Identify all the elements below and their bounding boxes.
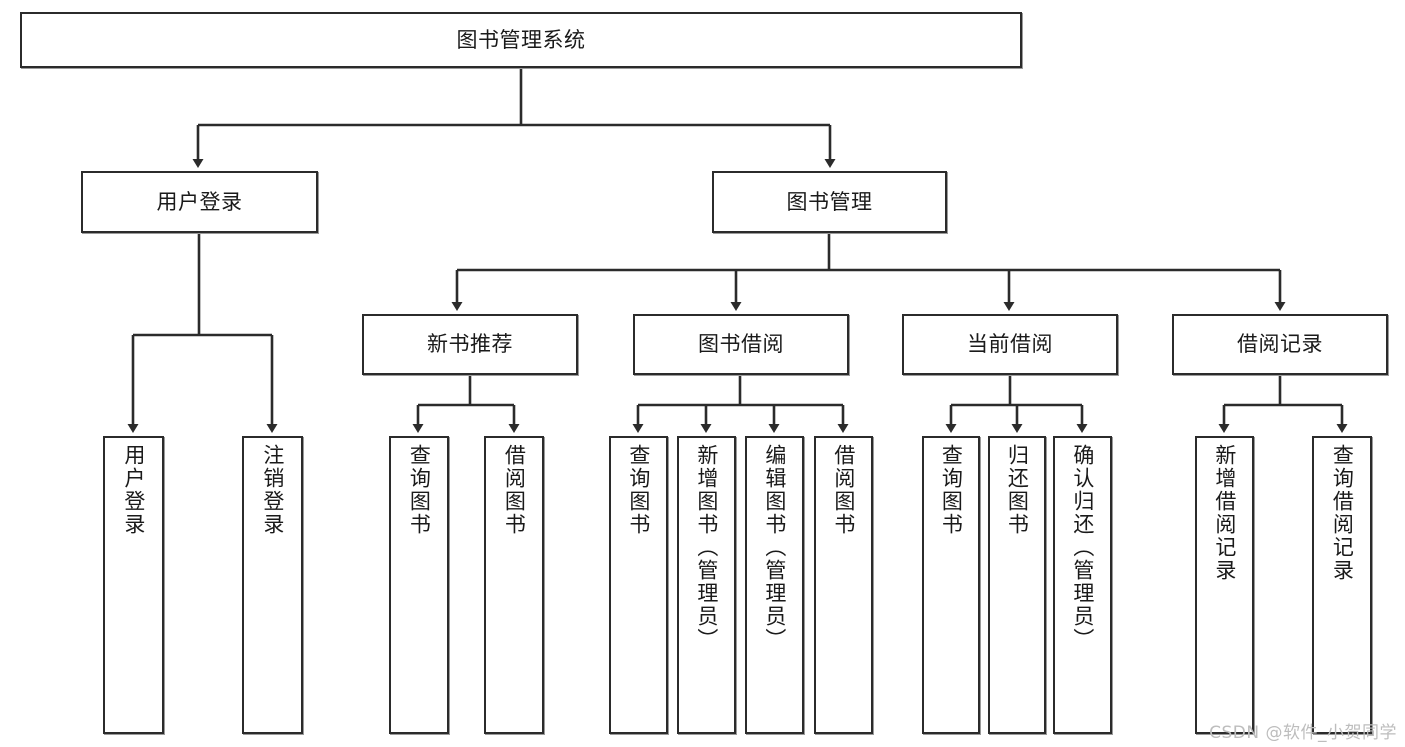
leaf-borrow-record-add[interactable]: 新增借阅记录 [1195,436,1254,734]
node-book-management[interactable]: 图书管理 [712,171,947,233]
node-book-borrow[interactable]: 图书借阅 [633,314,849,375]
node-user-login[interactable]: 用户登录 [81,171,318,233]
node-label: 查询借阅记录 [1330,444,1355,582]
leaf-book-borrow-edit[interactable]: 编辑图书（管理员） [745,436,804,734]
leaf-user-login-login[interactable]: 用户登录 [103,436,164,734]
leaf-book-borrow-query[interactable]: 查询图书 [609,436,668,734]
node-new-book-recommend[interactable]: 新书推荐 [362,314,578,375]
node-label: 图书借阅 [698,332,784,357]
node-label: 用户登录 [121,444,146,536]
node-label: 注销登录 [260,444,285,536]
leaf-current-borrow-confirm-return[interactable]: 确认归还（管理员） [1053,436,1112,734]
node-label: 当前借阅 [967,332,1053,357]
leaf-new-book-borrow[interactable]: 借阅图书 [484,436,544,734]
node-label: 用户登录 [156,189,243,214]
node-current-borrow[interactable]: 当前借阅 [902,314,1118,375]
node-label: 归还图书 [1005,444,1030,536]
node-label: 新书推荐 [427,332,513,357]
leaf-borrow-record-query[interactable]: 查询借阅记录 [1312,436,1372,734]
node-label: 新增图书（管理员） [694,444,719,651]
node-label: 确认归还（管理员） [1070,444,1095,651]
node-label: 借阅图书 [831,444,856,536]
watermark-text: CSDN @软件_小贺同学 [1209,723,1397,743]
leaf-current-borrow-query[interactable]: 查询图书 [922,436,980,734]
node-label: 查询图书 [939,444,964,536]
node-root-system[interactable]: 图书管理系统 [20,12,1022,68]
leaf-book-borrow-add[interactable]: 新增图书（管理员） [677,436,736,734]
leaf-current-borrow-return[interactable]: 归还图书 [988,436,1046,734]
node-label: 查询图书 [626,444,651,536]
node-borrow-record[interactable]: 借阅记录 [1172,314,1388,375]
node-label: 借阅图书 [502,444,527,536]
node-label: 图书管理 [786,189,873,214]
leaf-book-borrow-borrow[interactable]: 借阅图书 [814,436,873,734]
node-label: 编辑图书（管理员） [762,444,787,651]
leaf-user-login-logout[interactable]: 注销登录 [242,436,303,734]
leaf-new-book-query[interactable]: 查询图书 [389,436,449,734]
node-label: 查询图书 [407,444,432,536]
node-label: 图书管理系统 [456,27,586,52]
node-label: 借阅记录 [1237,332,1323,357]
node-label: 新增借阅记录 [1212,444,1237,582]
